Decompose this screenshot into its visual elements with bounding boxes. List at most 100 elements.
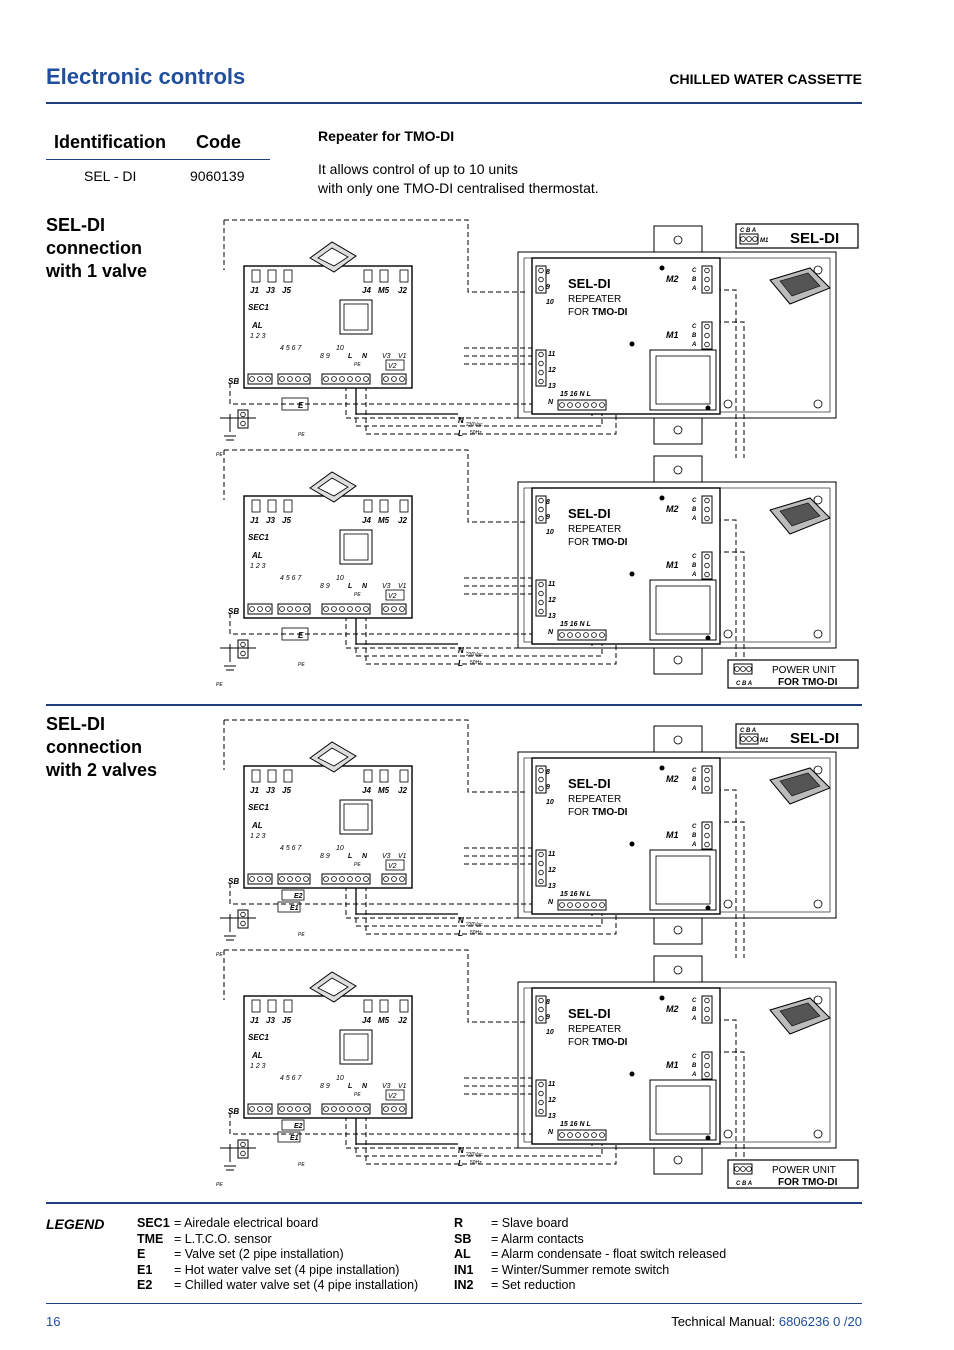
jumper (251, 269, 261, 283)
terminal-screw (257, 376, 263, 382)
jumper-label: J5 (282, 786, 291, 795)
wire (716, 1019, 737, 1188)
diagram-label: N (458, 1146, 464, 1155)
valve-e2 (281, 1119, 305, 1131)
plate-hole (813, 1129, 823, 1139)
terminal-screw (323, 376, 329, 382)
wire (224, 719, 526, 793)
jumper-label: J3 (266, 786, 275, 795)
terminal-screw (538, 276, 544, 283)
diagram-label: 1 2 3 (250, 833, 266, 840)
terminal-screw (295, 1106, 301, 1112)
terminal-screw (583, 402, 589, 408)
terminal-screw (538, 776, 544, 783)
terminal-screw (538, 351, 544, 358)
diagram-label: SEC1 (248, 303, 269, 312)
diagram-label: 9 (546, 514, 550, 521)
terminal-screw (538, 497, 544, 504)
board-outline (243, 495, 413, 619)
terminal-block (557, 399, 607, 411)
terminal-screw (265, 876, 271, 882)
jumper-label: J2 (398, 1016, 407, 1025)
legend-text: = Alarm condensate - float switch releas… (491, 1247, 727, 1261)
board-display (339, 799, 373, 835)
diagram-label: 10 (336, 345, 344, 352)
legend-text: = Slave board (491, 1216, 569, 1230)
jumper-label: J3 (266, 286, 275, 295)
terminal-screw (734, 1166, 740, 1172)
terminal-screw (746, 236, 752, 242)
terminal-block (733, 1163, 753, 1175)
terminal-screw (567, 1132, 573, 1138)
jumper (267, 999, 277, 1013)
diagram-label: 11 (548, 1081, 555, 1088)
plate-hole (813, 995, 823, 1005)
jumper (379, 999, 389, 1013)
terminal-block (277, 603, 311, 615)
terminal-screw (355, 876, 361, 882)
diagram-label: PE (298, 932, 305, 938)
terminal-screw (323, 876, 329, 882)
terminal-screw (740, 236, 746, 242)
legend-rule (46, 1202, 862, 1204)
terminal-screw (240, 1150, 246, 1157)
terminal-screw (355, 376, 361, 382)
thermostat-display (779, 272, 821, 297)
terminal-block (277, 373, 311, 385)
plate-tab-bottom (653, 1147, 703, 1175)
terminal-screw (303, 606, 309, 612)
jumper-label: J4 (362, 286, 371, 295)
diagram-label: C (692, 1054, 697, 1060)
wire (716, 321, 745, 458)
jumper-label: J5 (282, 286, 291, 295)
jumper-label: J4 (362, 1016, 371, 1025)
terminal-screw (575, 902, 581, 908)
jumper (379, 269, 389, 283)
diagram-label: L (458, 659, 463, 668)
diagram-label: PE (354, 362, 361, 368)
terminal-screw (538, 378, 544, 385)
legend-text: = Set reduction (491, 1278, 576, 1292)
legend-key: E2 (137, 1278, 153, 1292)
diagram-label: REPEATER (568, 794, 621, 805)
diagram-label: A (691, 286, 696, 292)
identification-header: Identification (54, 132, 166, 152)
v2-box (385, 359, 405, 371)
board-display-inner (343, 803, 369, 831)
tmo-di-thermostat (769, 767, 831, 805)
plate-tab-bottom (653, 917, 703, 945)
terminal-screw (559, 402, 565, 408)
terminal-block (247, 1103, 273, 1115)
repeater-outline (531, 757, 721, 915)
jumper-label: J2 (398, 516, 407, 525)
product-name: CHILLED WATER CASSETTE (669, 71, 862, 87)
diagram-label: C B A (736, 1181, 752, 1187)
terminal-screw (347, 606, 353, 612)
jumper-label: J2 (398, 286, 407, 295)
diagram-label: PE (216, 452, 223, 458)
diagram-label: 8 9 (320, 1083, 330, 1090)
terminal-screw (704, 997, 710, 1004)
terminal-screw (538, 369, 544, 376)
diagram-label: SEC1 (248, 803, 269, 812)
plate-hole (673, 965, 683, 975)
terminal-screw (240, 420, 246, 427)
thermostat-display (779, 502, 821, 527)
diagram-label: 10 (546, 1029, 554, 1036)
terminal-screw (567, 902, 573, 908)
legend-text: = Valve set (2 pipe installation) (174, 1247, 344, 1261)
diagram-label: 230Vac (466, 652, 483, 658)
jumper (283, 999, 293, 1013)
jumper (283, 769, 293, 783)
terminal-screw (704, 515, 710, 522)
terminal-screw (383, 376, 389, 382)
legend-item: E2= Chilled water valve set (4 pipe inst… (137, 1278, 418, 1294)
wire (365, 1108, 617, 1165)
diagram-label: C (692, 498, 697, 504)
diagram-label: 10 (546, 299, 554, 306)
diagram-label: 12 (548, 597, 556, 604)
plate-hole (813, 399, 823, 409)
